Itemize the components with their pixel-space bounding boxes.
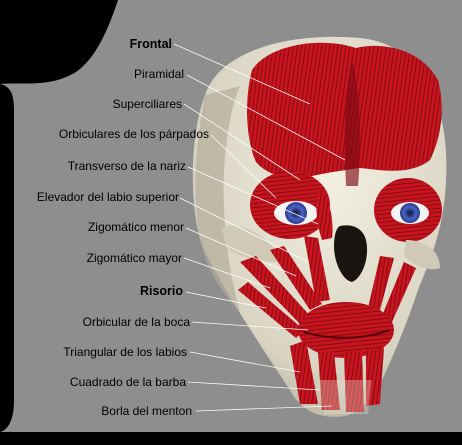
label-frontal: Frontal bbox=[130, 37, 172, 51]
dark-edge-strip bbox=[0, 84, 14, 432]
label-risorio: Risorio bbox=[140, 284, 183, 298]
label-orbiculares-parpados: Orbiculares de los párpados bbox=[59, 127, 209, 141]
label-zigomatico-menor: Zigomático menor bbox=[88, 220, 184, 234]
frontal-muscle bbox=[247, 43, 442, 178]
dark-bottom-strip bbox=[0, 432, 462, 445]
label-superciliares: Superciliares bbox=[113, 97, 182, 111]
label-zigomatico-mayor: Zigomático mayor bbox=[87, 251, 182, 265]
iris-left bbox=[285, 202, 307, 224]
label-orbicular-boca: Orbicular de la boca bbox=[83, 315, 190, 329]
chin-teeth-shadow bbox=[318, 380, 372, 414]
label-borla-menton: Borla del menton bbox=[101, 404, 192, 418]
label-piramidal: Piramidal bbox=[134, 67, 184, 81]
label-cuadrado-barba: Cuadrado de la barba bbox=[70, 375, 186, 389]
iris-right bbox=[400, 203, 420, 223]
label-elevador-labio: Elevador del labio superior bbox=[37, 190, 179, 204]
label-triangular-labios: Triangular de los labios bbox=[63, 345, 187, 359]
label-transverso-nariz: Transverso de la nariz bbox=[68, 159, 186, 173]
